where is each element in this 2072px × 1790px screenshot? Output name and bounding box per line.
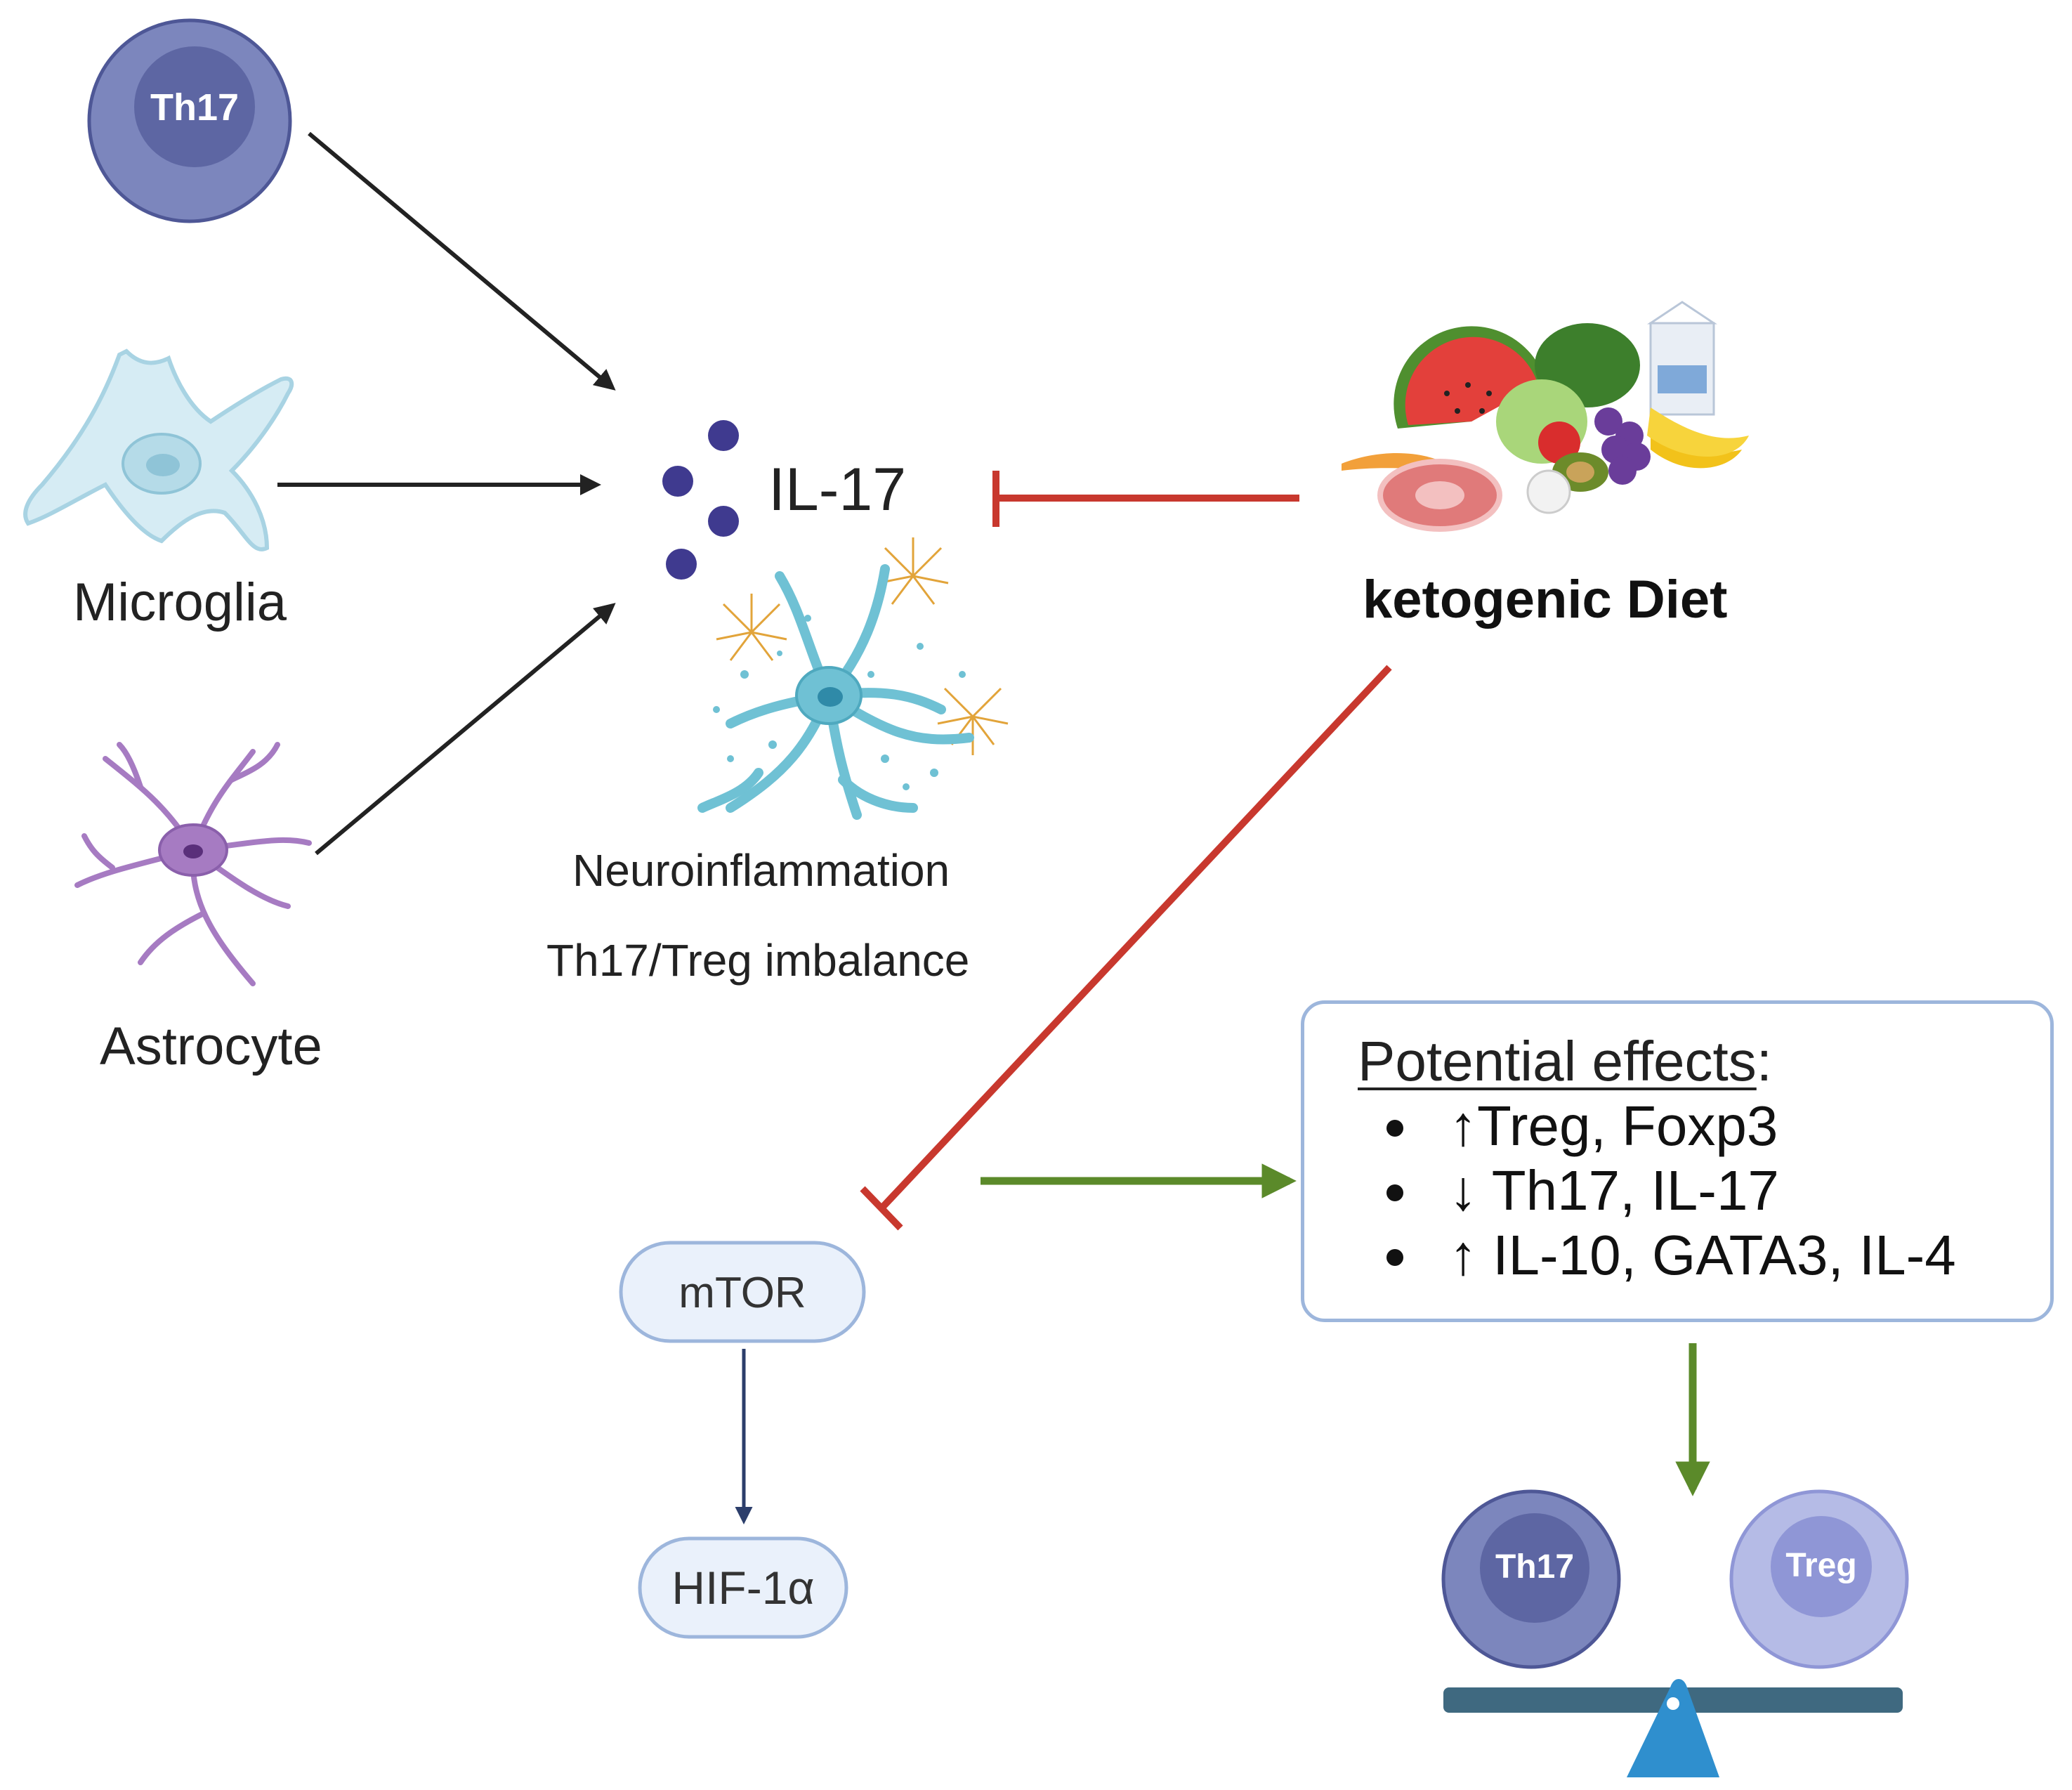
microglia-icon	[23, 348, 294, 551]
astrocyte-to-il17-arrow	[315, 603, 616, 856]
food-group-icon	[1342, 301, 1749, 532]
balance-scale-icon	[1441, 1489, 1909, 1777]
neuron-inflammation-icon	[697, 537, 1009, 820]
hif-label: HIF-1α	[671, 1562, 815, 1614]
th17-cell-icon	[87, 18, 292, 223]
effect-item: ↓ Th17, IL-17	[1425, 1158, 1956, 1223]
potential-effects-box: Potential effects: ↑Treg, Foxp3 ↓ Th17, …	[1301, 1000, 2054, 1322]
effect-item: ↑ IL-10, GATA3, IL-4	[1425, 1223, 1956, 1288]
potential-effects-title-colon: :	[1756, 1030, 1773, 1092]
microglia-label: Microglia	[73, 573, 287, 632]
diet-inhibits-mtor	[860, 665, 1392, 1231]
balance-th17-label: Th17	[1495, 1548, 1575, 1586]
th17-top-label: Th17	[150, 86, 240, 129]
il17-molecules-icon	[662, 420, 739, 580]
effect-item: ↑Treg, Foxp3	[1425, 1094, 1956, 1158]
astrocyte-label: Astrocyte	[100, 1017, 322, 1076]
th17-to-il17-arrow	[308, 131, 616, 391]
diet-inhibits-il17	[992, 471, 1299, 527]
balance-treg-label: Treg	[1785, 1547, 1857, 1584]
il17-label: IL-17	[768, 456, 907, 523]
th17-treg-imbalance-label: Th17/Treg imbalance	[546, 935, 970, 986]
potential-effects-title-text: Potential effects	[1358, 1030, 1757, 1092]
potential-effects-title: Potential effects:	[1358, 1029, 1772, 1094]
hif-node	[638, 1536, 848, 1639]
potential-effects-list: ↑Treg, Foxp3 ↓ Th17, IL-17 ↑ IL-10, GATA…	[1397, 1094, 1956, 1288]
mtor-label: mTOR	[678, 1269, 806, 1317]
ketogenic-diet-label: ketogenic Diet	[1363, 570, 1728, 629]
neuroinflammation-label: Neuroinflammation	[572, 845, 950, 896]
mtor-node	[619, 1241, 866, 1343]
astrocyte-icon	[74, 742, 312, 986]
